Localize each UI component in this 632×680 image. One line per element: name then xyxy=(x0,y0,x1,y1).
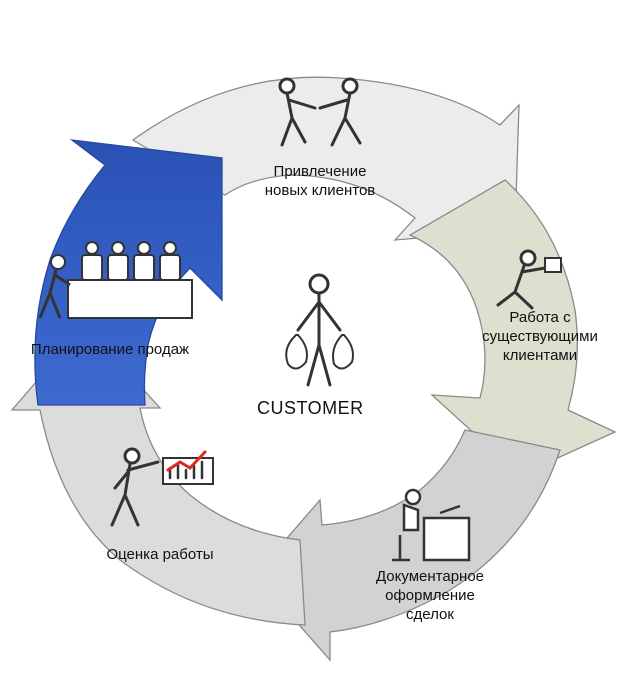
stage-label-attraction: Привлечение новых клиентов xyxy=(255,162,385,200)
stage-line: Оценка работы xyxy=(106,546,214,563)
arrow-attraction xyxy=(131,76,520,241)
stage-line: Работа с xyxy=(509,309,571,326)
desk-worker-icon xyxy=(392,488,471,562)
stage-line: оформление xyxy=(385,587,475,604)
stage-label-evaluation: Оценка работы xyxy=(90,545,230,564)
stage-label-documents: Документарное оформление сделок xyxy=(355,567,505,624)
presenter-chart-icon xyxy=(110,447,214,527)
stage-line: клиентами xyxy=(502,347,578,364)
center-label: CUSTOMER xyxy=(257,398,364,418)
handshake-people-icon xyxy=(278,77,362,147)
stage-line: существующими xyxy=(482,328,598,345)
stage-label-planning: Планирование продаж xyxy=(5,340,215,359)
stage-line: новых клиентов xyxy=(264,182,376,199)
meeting-table-icon xyxy=(38,241,193,319)
stage-line: Планирование продаж xyxy=(30,341,190,358)
stage-line: сделок xyxy=(406,606,454,623)
running-person-icon xyxy=(496,249,562,310)
arrow-documents xyxy=(254,429,561,662)
stage-line: Привлечение xyxy=(273,163,367,180)
customer-money-bags-icon xyxy=(285,273,354,387)
stage-line: Документарное xyxy=(375,568,485,585)
stage-label-existing: Работа с существующими клиентами xyxy=(470,308,610,365)
